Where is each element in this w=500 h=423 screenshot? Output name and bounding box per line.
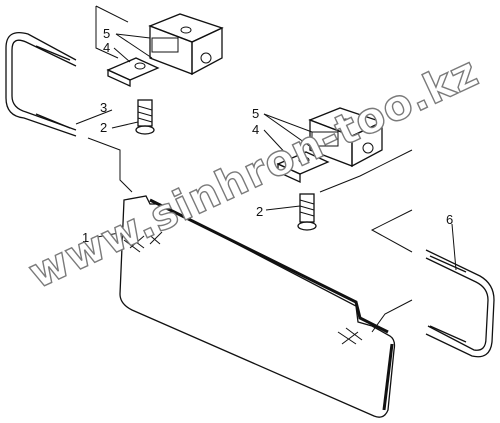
leaf-plate-outline — [119, 195, 396, 418]
bolt-top-head — [135, 125, 155, 135]
callout-6: 6 — [446, 212, 453, 227]
callout-3: 3 — [100, 100, 107, 115]
u-bolt-right-outer — [425, 257, 489, 351]
callout-5-top: 5 — [103, 26, 110, 41]
bracket-plate-top — [106, 57, 160, 88]
guide-line-left-down — [87, 137, 133, 193]
u-bolt-right-inner — [425, 249, 495, 358]
surface-hatch-left — [123, 231, 163, 253]
surface-hatch-right — [337, 327, 363, 345]
leader-2b — [265, 205, 301, 211]
leaf-plate-end-edge — [382, 343, 394, 411]
leader-4b — [263, 129, 291, 159]
leaf-plate — [119, 195, 396, 418]
leader-5b-1 — [263, 113, 313, 133]
leader-4a — [113, 47, 131, 63]
u-bolt-left-outer — [11, 39, 77, 131]
leader-2a — [111, 121, 139, 129]
bracket-r-hole — [298, 156, 310, 164]
leader-5a-2 — [115, 33, 153, 59]
bolt-top-thread-1 — [137, 105, 153, 111]
callout-5-right: 5 — [252, 106, 259, 121]
u-bolt-right-thread-top — [429, 255, 467, 273]
callout-4-top: 4 — [103, 40, 110, 55]
u-bolt-left-thread-bottom — [35, 113, 71, 129]
callout-1: 1 — [82, 230, 89, 245]
leader-3 — [75, 109, 113, 125]
bracket-plate-right — [276, 151, 330, 184]
bracket-front-face — [107, 68, 131, 88]
guide-line-right-clamp — [319, 149, 413, 193]
bolt-r-thread-1 — [299, 199, 315, 205]
u-bolt-left-thread-top — [35, 45, 71, 61]
bracket-top-face — [106, 57, 160, 81]
bolt-top — [135, 99, 155, 135]
clamp-slot — [151, 37, 179, 53]
clamp-bolt-hole — [180, 26, 192, 34]
bracket-hole — [134, 62, 146, 70]
u-bolt-right-thread-bottom — [429, 325, 467, 343]
guide-line-top — [95, 5, 129, 23]
callout-4-right: 4 — [252, 122, 259, 137]
leader-lines — [75, 33, 457, 271]
u-bolt-right — [425, 249, 495, 358]
clamp-r-side-hole — [362, 142, 374, 154]
bolt-r-head — [297, 221, 317, 231]
callout-2-top: 2 — [100, 120, 107, 135]
leader-5a-1 — [115, 33, 151, 39]
clamp-block-right — [308, 107, 384, 168]
bolt-r-thread-2 — [299, 205, 315, 211]
leader-1 — [91, 231, 125, 239]
guide-line-right-upper — [370, 209, 413, 253]
guide-line-top-left — [95, 6, 119, 59]
bolt-right — [297, 193, 317, 231]
bolt-top-thread-3 — [137, 117, 153, 123]
bolt-r-thread-3 — [299, 211, 315, 217]
u-bolt-left-inner — [5, 31, 77, 137]
u-bolt-left — [5, 31, 77, 137]
callout-2-right: 2 — [256, 204, 263, 219]
clamp-side-hole — [200, 52, 212, 64]
bracket-r-front-face — [277, 162, 301, 184]
bolt-top-thread-2 — [137, 111, 153, 117]
assembly-guide-lines — [87, 5, 413, 333]
leader-6 — [451, 223, 457, 271]
clamp-block-top — [148, 13, 224, 76]
clamp-r-side-face — [351, 120, 383, 168]
leader-5b-2 — [263, 113, 319, 153]
watermark: www.sinhron-too.kz — [21, 47, 486, 298]
clamp-side-face — [191, 26, 223, 76]
leaf-plate-edge — [149, 198, 389, 334]
clamp-r-bolt-hole — [340, 118, 352, 126]
clamp-r-slot — [311, 131, 339, 147]
